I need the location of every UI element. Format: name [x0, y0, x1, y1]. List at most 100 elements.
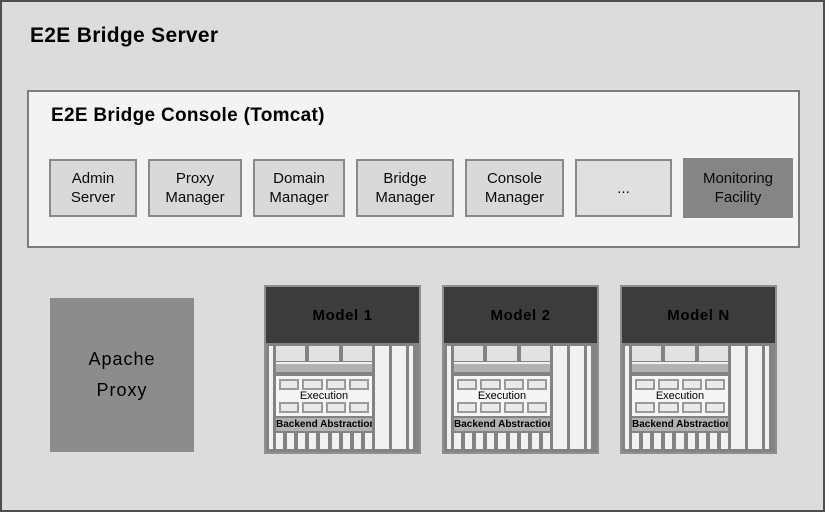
- model-content: Execution Backend Abstraction: [276, 346, 372, 449]
- module-proxy-manager: Proxy Manager: [148, 159, 242, 217]
- backend-port: [520, 433, 528, 449]
- console-modules-row: Admin Server Proxy Manager Domain Manage…: [49, 158, 793, 218]
- module-monitoring-facility: Monitoring Facility: [683, 158, 793, 218]
- models-row: Model 1: [264, 285, 777, 454]
- model-card: Model 2: [442, 285, 599, 454]
- execution-slot: [503, 379, 524, 390]
- interface-box: [342, 346, 372, 361]
- execution-panel: Execution: [632, 376, 728, 416]
- backend-port: [309, 433, 317, 449]
- right-rail-bar: [392, 346, 406, 449]
- execution-slot: [325, 402, 346, 413]
- interface-box: [276, 346, 306, 361]
- model-card: Model 1: [264, 285, 421, 454]
- model-content: Execution Backend Abstraction: [454, 346, 550, 449]
- execution-slot: [635, 402, 656, 413]
- execution-slot-row: [635, 379, 725, 390]
- model-body: Execution Backend Abstraction: [444, 343, 597, 452]
- model-header: Model 2: [444, 287, 597, 343]
- execution-slot: [348, 402, 369, 413]
- backend-port: [487, 433, 495, 449]
- interface-box: [665, 346, 695, 361]
- model-body: Execution Backend Abstraction: [622, 343, 775, 452]
- interface-box: [632, 346, 662, 361]
- execution-slot: [279, 402, 300, 413]
- backend-port: [509, 433, 517, 449]
- execution-slot: [704, 402, 725, 413]
- backend-port: [709, 433, 717, 449]
- connector-bar: [454, 364, 550, 372]
- backend-port: [687, 433, 695, 449]
- model-title: Model N: [667, 306, 730, 324]
- connector-bar: [632, 364, 728, 372]
- left-rail-bar: [447, 346, 451, 449]
- module-ellipsis: ...: [575, 159, 672, 217]
- execution-slot: [704, 379, 725, 390]
- execution-slot-row: [279, 402, 369, 413]
- interface-box: [454, 346, 484, 361]
- server-title: E2E Bridge Server: [30, 24, 219, 47]
- backend-port: [632, 433, 640, 449]
- backend-port: [465, 433, 473, 449]
- apache-proxy-label-line2: Proxy: [96, 380, 148, 400]
- backend-port: [676, 433, 684, 449]
- execution-slot-row: [279, 379, 369, 390]
- connector-bar: [276, 364, 372, 372]
- model-card: Model N: [620, 285, 777, 454]
- backend-port: [364, 433, 372, 449]
- execution-slot: [635, 379, 656, 390]
- backend-port: [542, 433, 550, 449]
- backend-port: [654, 433, 662, 449]
- backend-port: [298, 433, 306, 449]
- backend-port-row: [276, 433, 372, 449]
- execution-slot: [681, 379, 702, 390]
- model-execution-label: Execution: [477, 390, 527, 402]
- backend-port: [331, 433, 339, 449]
- right-edge-rail-bar: [587, 346, 591, 449]
- apache-proxy-box: Apache Proxy: [50, 298, 194, 452]
- left-rail-bar: [625, 346, 629, 449]
- backend-port-row: [454, 433, 550, 449]
- console-title: E2E Bridge Console (Tomcat): [51, 105, 325, 126]
- model-backend-label: Backend Abstraction: [632, 418, 728, 431]
- execution-slot: [526, 402, 547, 413]
- interface-box: [309, 346, 339, 361]
- right-rail-bar: [570, 346, 584, 449]
- right-rail-bar: [553, 346, 567, 449]
- backend-port: [720, 433, 728, 449]
- backend-port: [476, 433, 484, 449]
- separator-line: [454, 362, 550, 364]
- backend-port-row: [632, 433, 728, 449]
- execution-slot: [457, 402, 478, 413]
- right-rail-bar: [748, 346, 762, 449]
- model-execution-label: Execution: [299, 390, 349, 402]
- execution-slot: [681, 402, 702, 413]
- module-bridge-manager: Bridge Manager: [356, 159, 454, 217]
- backend-port: [665, 433, 673, 449]
- backend-port: [498, 433, 506, 449]
- interface-row: [454, 346, 550, 361]
- model-execution-label: Execution: [655, 390, 705, 402]
- model-backend-label: Backend Abstraction: [454, 418, 550, 431]
- model-header: Model N: [622, 287, 775, 343]
- model-title: Model 2: [490, 306, 551, 324]
- module-console-manager: Console Manager: [465, 159, 564, 217]
- backend-port: [643, 433, 651, 449]
- execution-slot: [658, 379, 679, 390]
- execution-slot: [302, 379, 323, 390]
- backend-port: [287, 433, 295, 449]
- execution-slot: [480, 402, 501, 413]
- console-box: E2E Bridge Console (Tomcat) Admin Server…: [27, 90, 800, 248]
- interface-row: [632, 346, 728, 361]
- execution-slot: [526, 379, 547, 390]
- model-backend-label: Backend Abstraction: [276, 418, 372, 431]
- module-admin-server: Admin Server: [49, 159, 137, 217]
- interface-row: [276, 346, 372, 361]
- model-body: Execution Backend Abstraction: [266, 343, 419, 452]
- execution-slot: [302, 402, 323, 413]
- execution-panel: Execution: [276, 376, 372, 416]
- model-content: Execution Backend Abstraction: [632, 346, 728, 449]
- backend-port: [454, 433, 462, 449]
- apache-proxy-label-line1: Apache: [88, 349, 156, 369]
